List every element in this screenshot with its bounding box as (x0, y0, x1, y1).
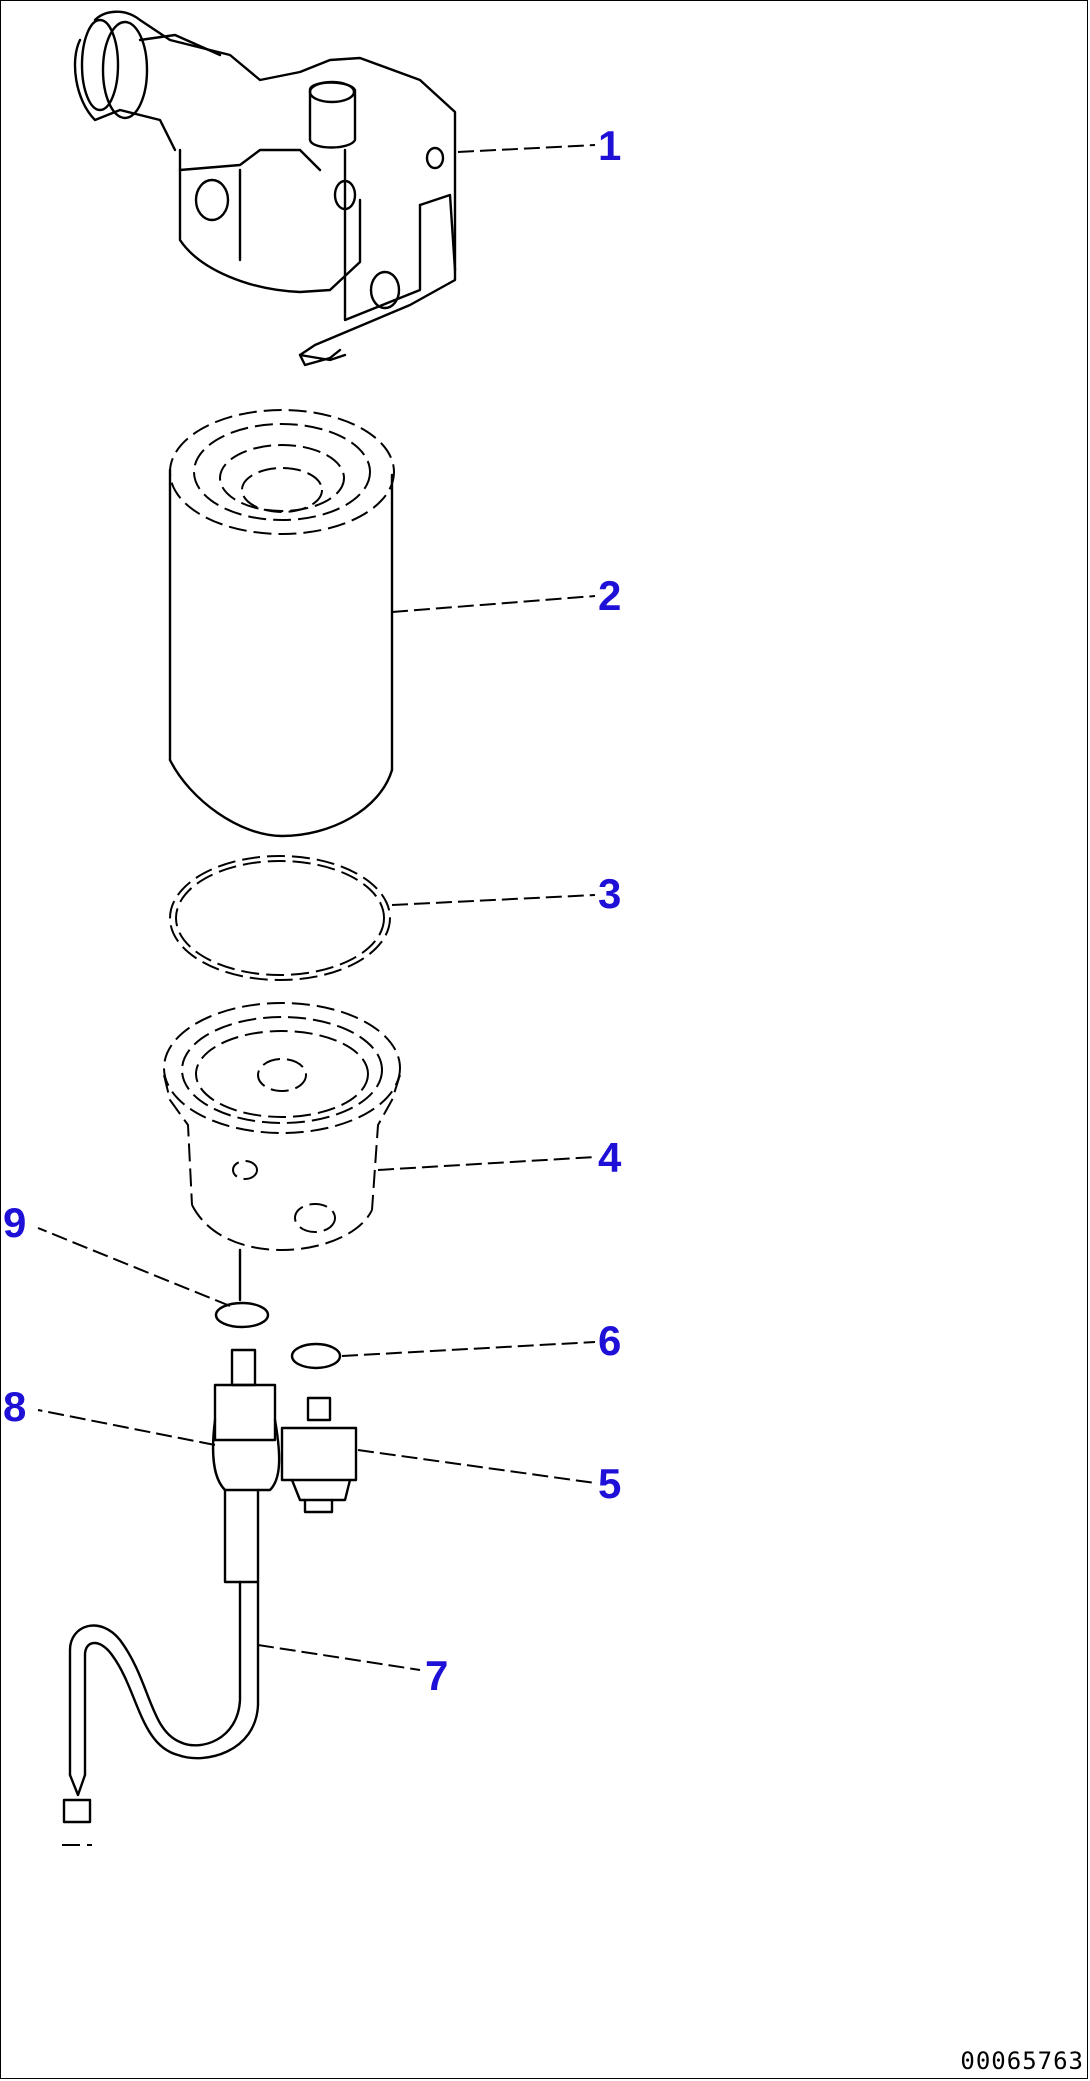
part-6-washer (290, 1342, 342, 1370)
part-1-filter-head (73, 10, 457, 367)
part-5-sensor (280, 1396, 358, 1514)
callout-9: 9 (3, 1199, 27, 1246)
drawing-number: 00065763 (960, 2047, 1084, 2075)
callout-8: 8 (3, 1383, 27, 1430)
part-9-small-o-ring (214, 1248, 270, 1329)
callout-7: 7 (425, 1652, 449, 1699)
callout-6: 6 (598, 1317, 622, 1364)
part-4-bowl (163, 1002, 401, 1252)
callout-1: 1 (598, 122, 622, 169)
callout-3: 3 (598, 870, 622, 917)
callout-4: 4 (598, 1134, 622, 1181)
part-3-o-ring (169, 855, 391, 981)
leader-lines (37, 144, 596, 1671)
part-7-wire-harness (62, 1580, 260, 1846)
part-8-sensor-plug (211, 1348, 281, 1584)
callout-2: 2 (598, 572, 622, 619)
part-2-filter-cartridge (168, 409, 395, 838)
callout-5: 5 (598, 1460, 622, 1507)
